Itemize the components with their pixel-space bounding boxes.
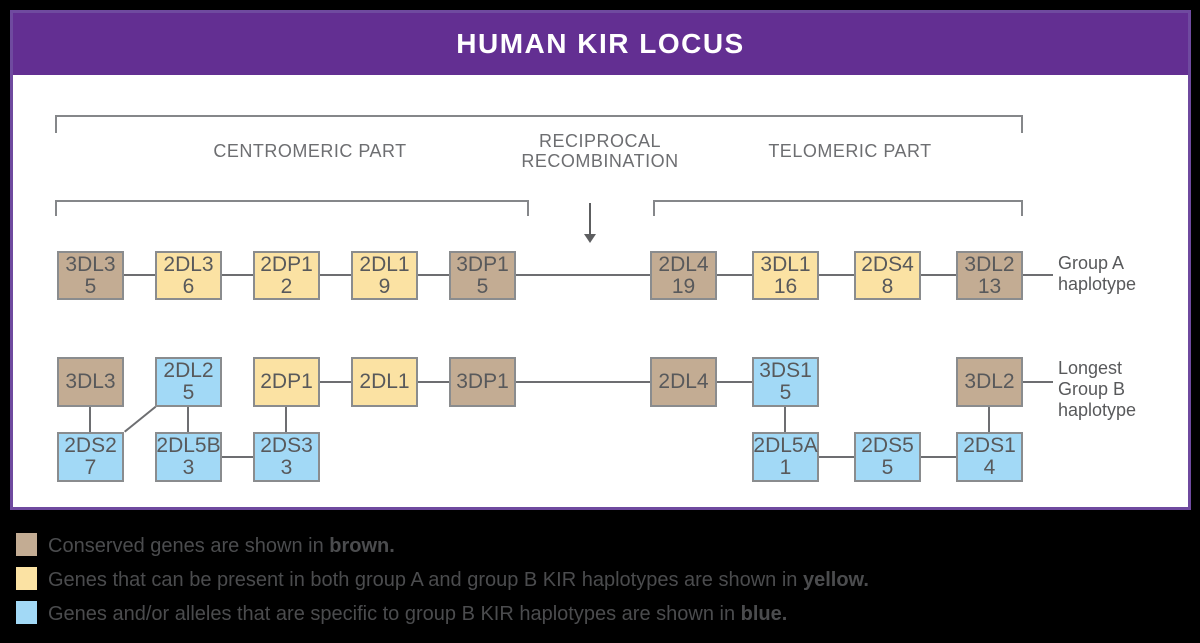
reciprocal-line: RECIPROCAL bbox=[538, 131, 662, 151]
label-lead-line bbox=[1023, 381, 1053, 383]
connector-line bbox=[222, 274, 253, 276]
whole-locus-bracket bbox=[55, 115, 1023, 133]
connector-line-vertical bbox=[988, 406, 990, 432]
centromeric-part-label: CENTROMERIC PART bbox=[213, 141, 407, 161]
connector-line bbox=[921, 456, 956, 458]
figure-header-bar: HUMAN KIR LOCUS bbox=[13, 13, 1188, 75]
legend-swatch-brown bbox=[16, 533, 37, 556]
gene-box-2dl4-b: 2DL4 bbox=[650, 357, 717, 407]
connector-line bbox=[418, 381, 449, 383]
recombination-line: RECOMBINATION bbox=[521, 151, 679, 171]
legend-swatch-blue bbox=[16, 601, 37, 624]
legend-row-yellow: Genes that can be present in both group … bbox=[48, 569, 869, 591]
connector-line bbox=[717, 274, 752, 276]
telomeric-part-label: TELOMERIC PART bbox=[768, 141, 932, 161]
legend-row-blue: Genes and/or alleles that are specific t… bbox=[48, 603, 788, 625]
figure-title: HUMAN KIR LOCUS bbox=[456, 28, 745, 59]
connector-line bbox=[717, 381, 752, 383]
recombination-arrow-shaft bbox=[589, 203, 591, 235]
connector-line bbox=[320, 381, 351, 383]
centromeric-bracket bbox=[55, 200, 529, 216]
connector-line bbox=[320, 274, 351, 276]
gene-box-3dp1-b: 3DP1 bbox=[449, 357, 516, 407]
connector-line-vertical bbox=[187, 406, 189, 432]
label-lead-line bbox=[1023, 274, 1053, 276]
connector-line-vertical bbox=[784, 406, 786, 432]
gene-box-3dl3-b: 3DL3 bbox=[57, 357, 124, 407]
connector-line bbox=[124, 274, 155, 276]
connector-line-long bbox=[516, 381, 650, 383]
telomeric-bracket bbox=[653, 200, 1023, 216]
group-a-haplotype-label: Group A haplotype bbox=[1058, 253, 1137, 294]
reciprocal-recombination-label: RECIPROCAL RECOMBINATION bbox=[500, 131, 700, 171]
recombination-arrow-head bbox=[584, 234, 596, 243]
connector-line bbox=[418, 274, 449, 276]
connector-line bbox=[222, 456, 253, 458]
connector-line-vertical bbox=[89, 406, 91, 432]
group-b-haplotype-label: Longest Group B haplotype bbox=[1058, 358, 1137, 420]
gene-box-2dl1-b: 2DL1 bbox=[351, 357, 418, 407]
gene-box-2dp1-b: 2DP1 bbox=[253, 357, 320, 407]
connector-line bbox=[819, 274, 854, 276]
connector-line-long bbox=[516, 274, 650, 276]
connector-line bbox=[819, 456, 854, 458]
legend-row-brown: Conserved genes are shown in brown. bbox=[48, 535, 395, 557]
legend-swatch-yellow bbox=[16, 567, 37, 590]
connector-line-vertical bbox=[285, 406, 287, 432]
connector-line bbox=[921, 274, 956, 276]
gene-box-3dl2-b: 3DL2 bbox=[956, 357, 1023, 407]
